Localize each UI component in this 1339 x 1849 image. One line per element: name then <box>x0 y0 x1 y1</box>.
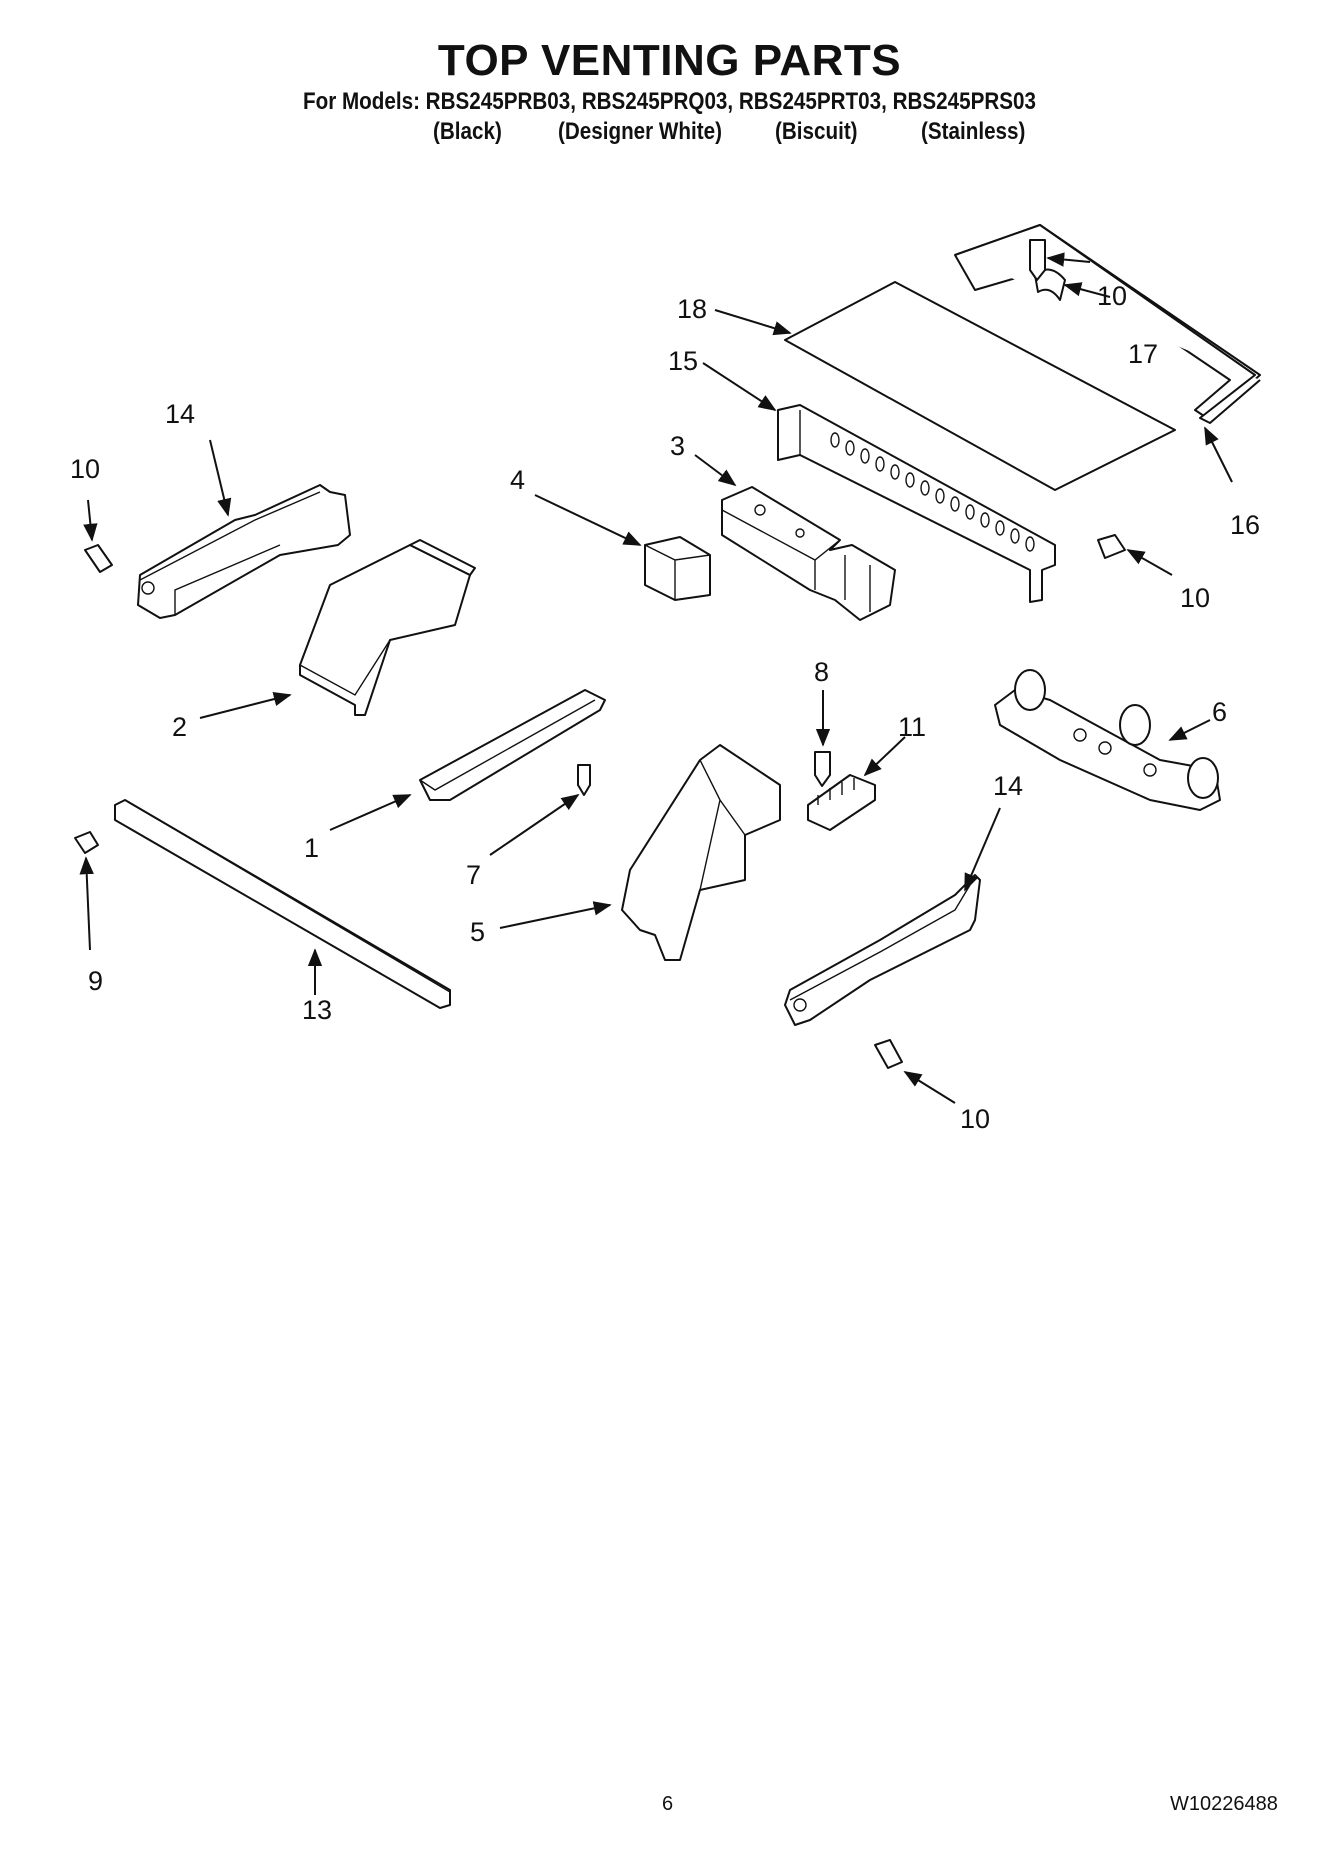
part-8-screw <box>814 751 831 787</box>
variant-designer-white: (Designer White) <box>558 118 722 145</box>
callout-5: 5 <box>470 917 485 947</box>
part-13-strip <box>114 799 451 1009</box>
part-10-screw-a <box>1029 239 1046 281</box>
variant-stainless: (Stainless) <box>921 118 1026 145</box>
part-10-screw-b <box>84 544 113 573</box>
part-10-screw-d <box>874 1039 903 1069</box>
part-5-air-duct <box>621 744 781 961</box>
callout-4: 4 <box>510 465 525 495</box>
part-9-screw <box>74 831 99 854</box>
part-6-manifold <box>994 669 1221 811</box>
callout-1: 1 <box>304 833 319 863</box>
callout-10-right: 10 <box>1180 583 1210 613</box>
part-15-vent-bracket <box>777 404 1056 603</box>
callout-7: 7 <box>466 860 481 890</box>
callout-10-top: 10 <box>1097 281 1127 311</box>
page-title: TOP VENTING PARTS <box>437 36 902 85</box>
leader-lines <box>79 252 1233 1104</box>
part-18-deflector-plate <box>784 281 1176 491</box>
callout-9: 9 <box>88 966 103 996</box>
callout-14-right: 14 <box>993 771 1023 801</box>
part-16-top-panel <box>954 224 1261 424</box>
document-number: W10226488 <box>1170 1793 1278 1815</box>
part-7-screw <box>577 764 591 796</box>
callout-6: 6 <box>1212 697 1227 727</box>
part-1-channel <box>419 689 606 801</box>
part-14-right-bracket <box>784 874 981 1026</box>
callout-10-bottom: 10 <box>960 1104 990 1134</box>
part-11-terminal-block <box>807 774 876 831</box>
part-3-actuator-assembly <box>721 486 896 621</box>
callout-11: 11 <box>898 712 926 742</box>
callout-10-left: 10 <box>70 454 100 484</box>
models-line: For Models: RBS245PRB03, RBS245PRQ03, RB… <box>302 88 1037 115</box>
page-number: 6 <box>662 1793 674 1815</box>
callout-17: 17 <box>1128 339 1158 369</box>
part-10-screw-c <box>1097 534 1126 559</box>
part-2-duct <box>299 539 476 716</box>
callout-2: 2 <box>172 712 187 742</box>
callout-14-left: 14 <box>165 399 195 429</box>
variant-biscuit: (Biscuit) <box>775 118 858 145</box>
callout-3: 3 <box>670 431 685 461</box>
callout-15: 15 <box>668 346 698 376</box>
callout-18: 18 <box>677 294 707 324</box>
part-4-block <box>644 536 711 601</box>
variant-black: (Black) <box>433 118 502 145</box>
callout-8: 8 <box>814 657 829 687</box>
part-14-left-bracket <box>137 484 351 619</box>
callout-13: 13 <box>302 995 332 1025</box>
callout-16: 16 <box>1230 510 1260 540</box>
